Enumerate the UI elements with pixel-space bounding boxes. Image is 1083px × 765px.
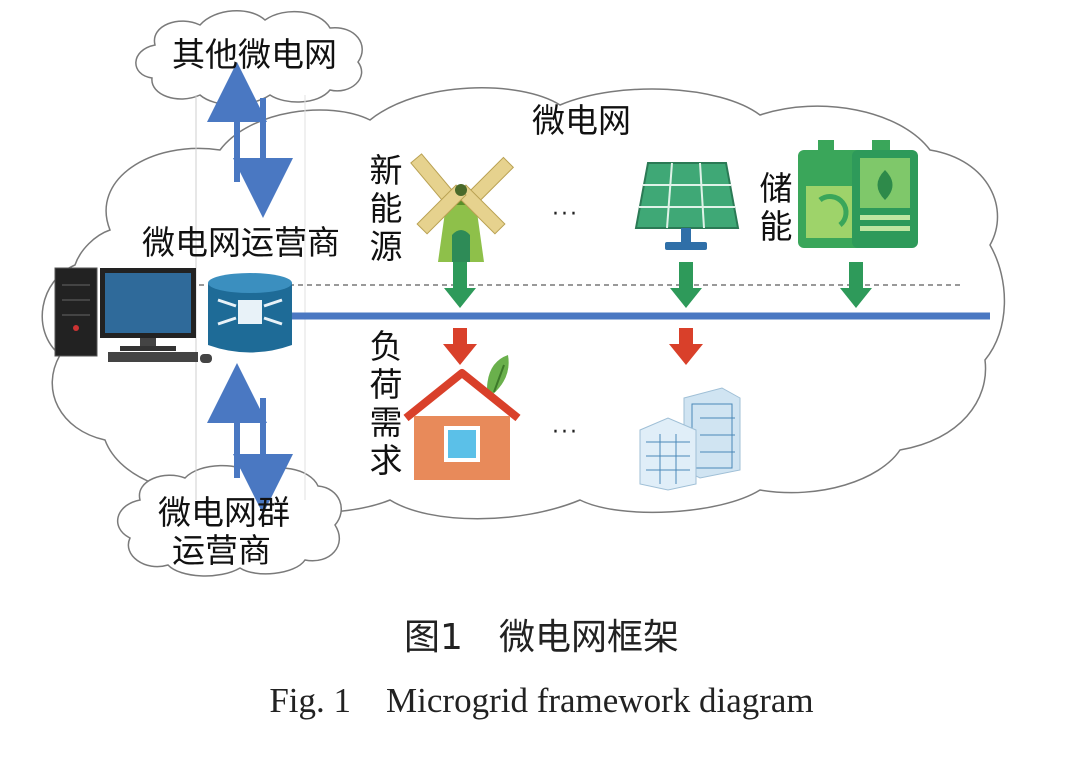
battery-icon [798,140,918,248]
solar-panel-icon [634,162,740,250]
double-arrow-top [207,62,293,218]
windmill-icon [410,153,515,262]
other-microgrid-label: 其他微电网 [172,35,337,74]
storage-label: 储能 [759,169,793,246]
ellipsis-top: ··· [552,202,579,227]
ellipsis-bottom: ··· [552,420,579,445]
group-operator-label-line2: 运营商 [172,531,271,570]
green-arrow-1 [444,262,476,308]
microgrid-label: 微电网 [532,101,631,140]
double-arrow-bottom [207,363,293,514]
green-arrow-2 [670,262,702,308]
diagram-canvas [41,9,1006,577]
buildings-icon [639,387,741,491]
computer-tower-icon [54,267,98,357]
monitor-icon [100,268,196,351]
caption-en: Fig. 1 Microgrid framework diagram [269,681,814,720]
operator-label: 微电网运营商 [142,223,340,262]
microgrid-framework-diagram: 其他微电网 微电网 微电网运营商 新能源 储能 负荷需求 微电网群 运营商 ··… [41,9,1006,577]
keyboard-icon [108,352,212,363]
load-demand-label: 负荷需求 [369,327,403,480]
red-arrow-2 [669,328,703,365]
green-arrow-3 [840,262,872,308]
caption-cn: 图1 微电网框架 [404,617,679,658]
group-operator-label-line1: 微电网群 [158,493,290,532]
red-arrow-1 [443,328,477,365]
other-microgrid-cloud [135,9,363,106]
house-icon [403,355,521,480]
router-icon [208,273,292,353]
new-energy-label: 新能源 [369,151,403,266]
